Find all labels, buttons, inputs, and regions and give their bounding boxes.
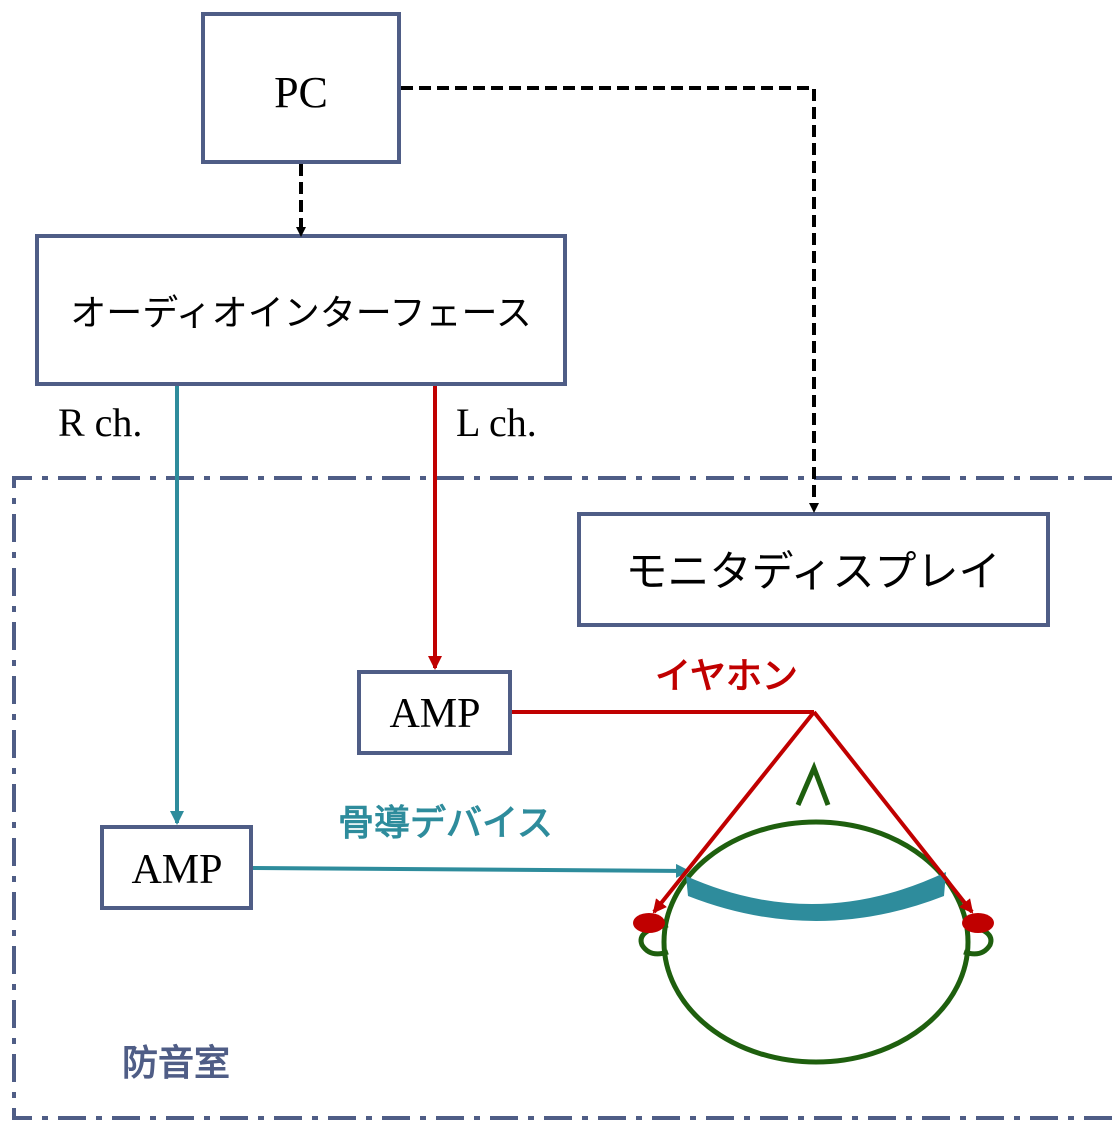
right-earphone xyxy=(962,913,994,933)
earphone-left-wire xyxy=(652,710,816,914)
head-outline xyxy=(661,819,971,1065)
bone-conduction-band xyxy=(686,872,946,921)
r-channel-label: R ch. xyxy=(58,400,142,445)
audio-interface-box xyxy=(35,234,567,386)
left-earphone xyxy=(633,913,665,933)
earphone-label: イヤホン xyxy=(655,656,798,697)
amp-earphone-label: AMP xyxy=(389,691,480,737)
soundproof-room-label: 防音室 xyxy=(122,1043,230,1084)
audio-interface-label: オーディオインターフェース xyxy=(70,293,532,334)
head-nose xyxy=(795,761,831,806)
monitor-label: モニタディスプレイ xyxy=(625,547,1000,596)
earphone-right-wire xyxy=(812,710,974,914)
l-channel-label: L ch. xyxy=(456,400,537,445)
pc-to-monitor-arrow xyxy=(401,86,819,513)
head-icon xyxy=(633,761,994,1065)
bone-device-label: 骨導デバイス xyxy=(338,802,553,844)
bone-conduction-signal-line xyxy=(252,863,690,878)
amp-bone-label: AMP xyxy=(131,847,222,893)
monitor-box xyxy=(577,512,1050,627)
amp-bone-box xyxy=(100,825,253,910)
amp-earphone-box xyxy=(357,670,512,755)
pc-box xyxy=(201,12,401,164)
pc-label: PC xyxy=(274,68,328,117)
soundproof-room-boundary xyxy=(12,476,1112,1120)
